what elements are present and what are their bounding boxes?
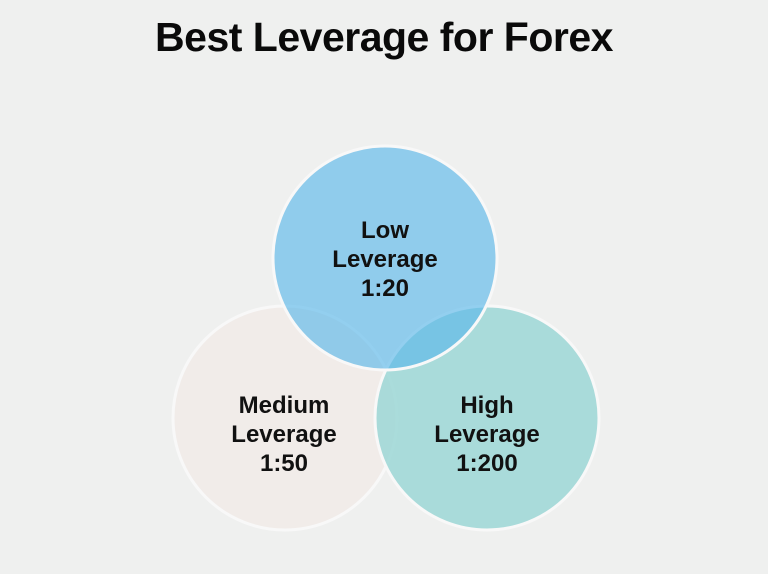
medium-leverage-word: Leverage xyxy=(231,421,337,448)
high-leverage-name: High xyxy=(460,392,514,419)
low-leverage-word: Leverage xyxy=(332,246,438,273)
diagram-title: Best Leverage for Forex xyxy=(155,14,613,60)
low-leverage-ratio: 1:20 xyxy=(360,275,410,302)
high-leverage-ratio: 1:200 xyxy=(456,450,518,477)
medium-leverage-label: Medium Leverage 1:50 xyxy=(194,391,374,478)
low-leverage-circle xyxy=(271,144,499,372)
high-leverage-word: Leverage xyxy=(434,421,540,448)
medium-leverage-name: Medium xyxy=(238,392,330,419)
low-leverage-name: Low xyxy=(361,217,409,244)
low-leverage-label: Low Leverage 1:20 xyxy=(295,216,475,303)
medium-leverage-ratio: 1:50 xyxy=(259,450,309,477)
high-leverage-label: High Leverage 1:200 xyxy=(397,391,577,478)
